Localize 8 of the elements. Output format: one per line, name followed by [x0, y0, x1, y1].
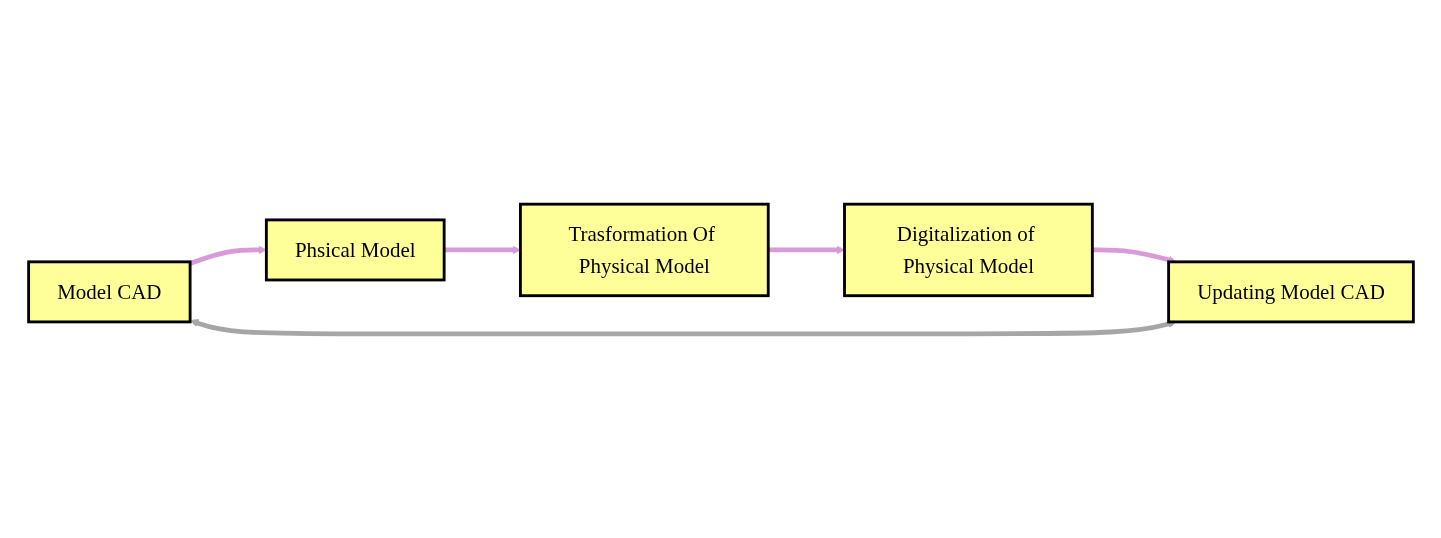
- node-box: Trasformation Of Physical Model: [518, 202, 770, 298]
- arrow: [767, 245, 845, 255]
- node-box: Digitalization of Physical Model: [842, 202, 1094, 298]
- arrow: [1091, 247, 1176, 264]
- node-box: Model CAD: [26, 260, 192, 324]
- arrow: [189, 319, 1176, 337]
- node-box: Updating Model CAD: [1166, 260, 1415, 324]
- node-box: Phsical Model: [264, 218, 446, 282]
